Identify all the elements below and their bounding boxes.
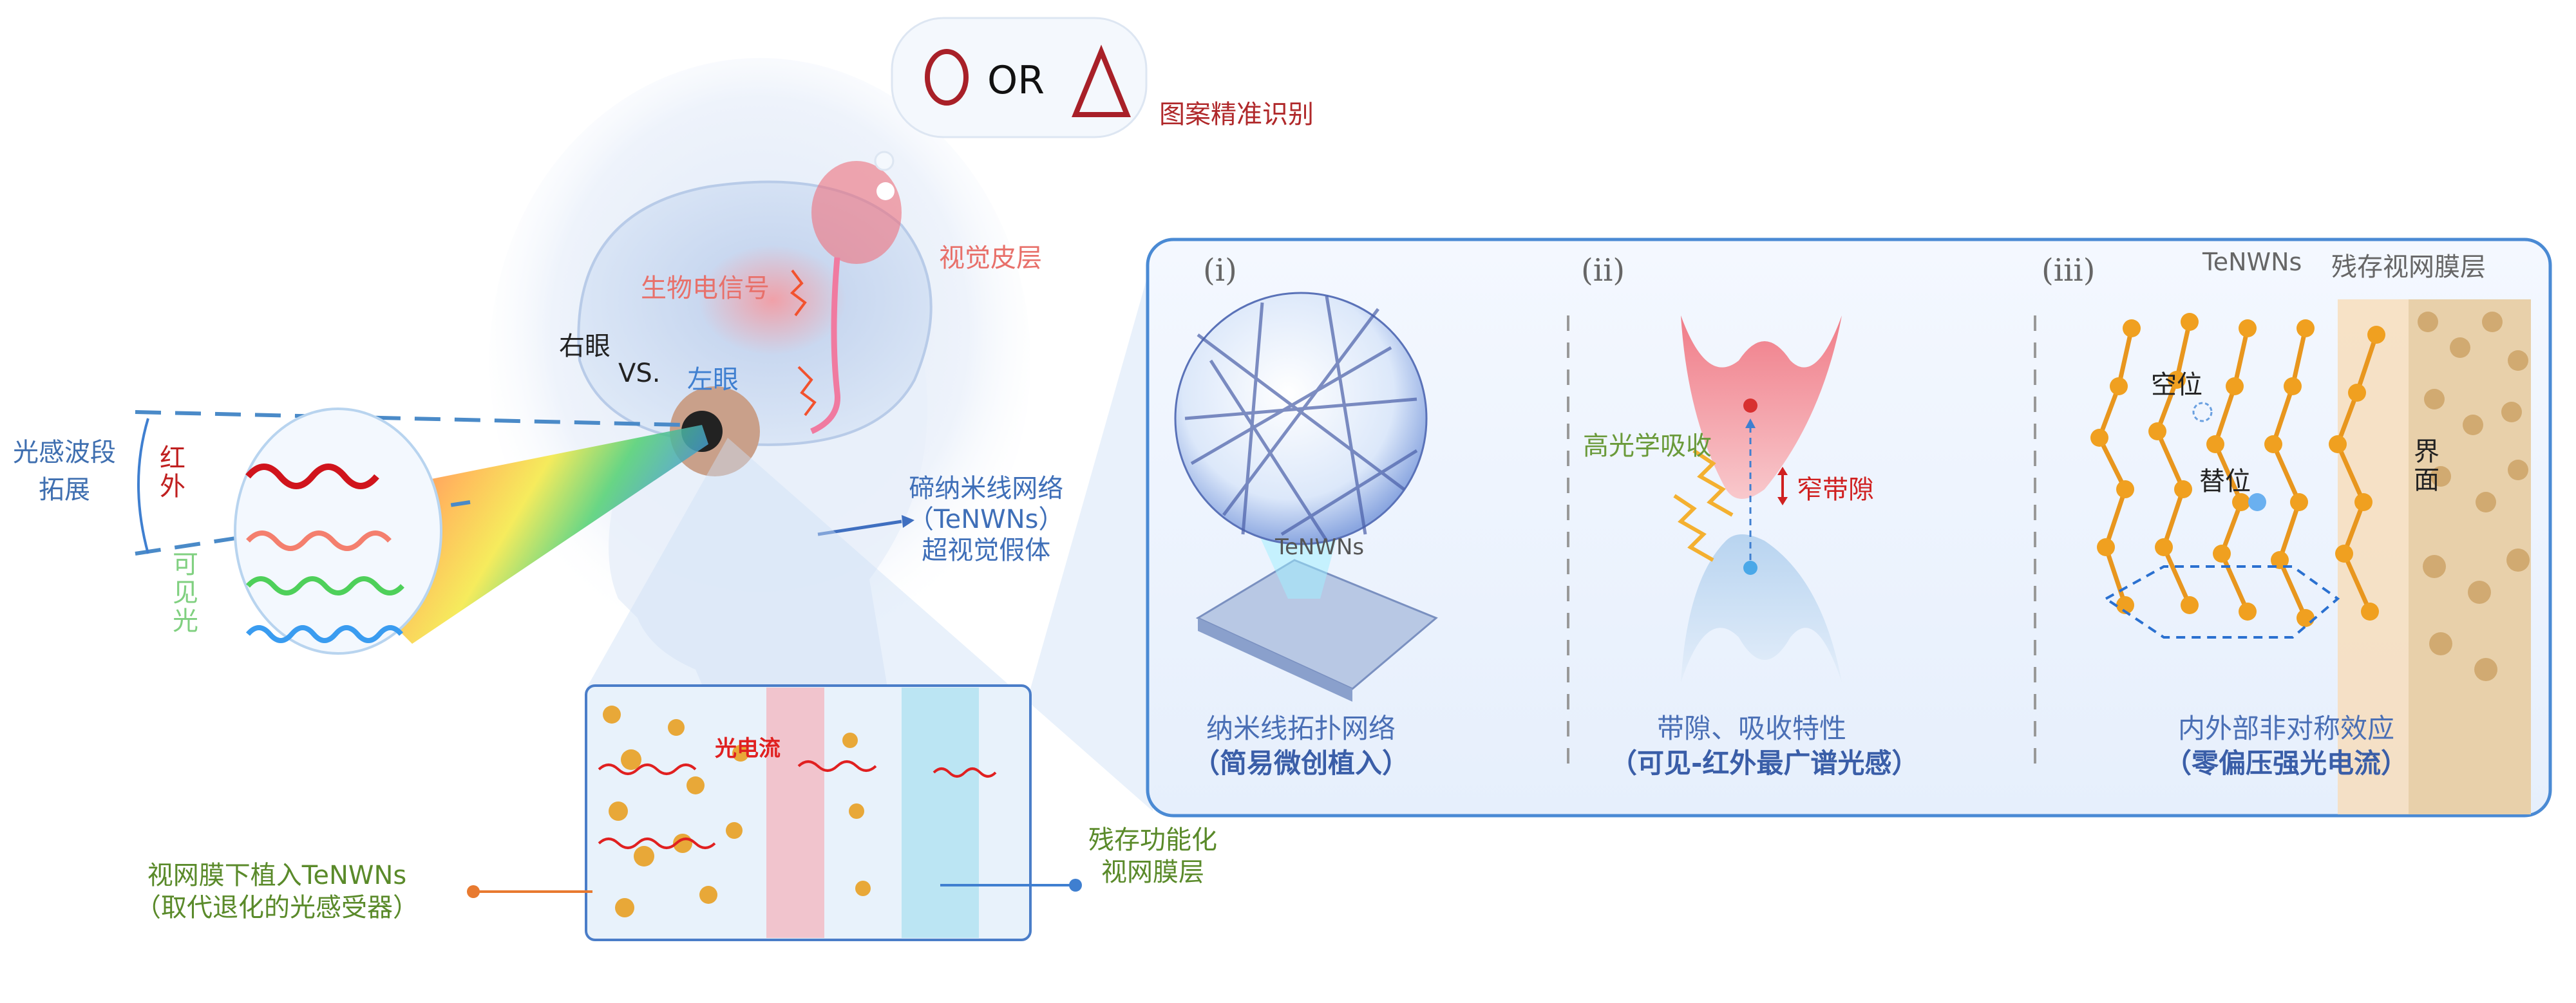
implant-line1: 视网膜下植入TeNWNs	[147, 861, 407, 890]
detail-panel	[1146, 238, 2552, 818]
panel-i-subcaption: （简易微创植入）	[1192, 747, 1409, 779]
pointer-dot	[1069, 879, 1082, 892]
or-label: OR	[987, 58, 1045, 103]
tenwns-inner-label: TeNWNs	[1275, 534, 1365, 560]
triangle-shape-icon	[1072, 44, 1131, 117]
panel-ii-subcaption: （可见-红外最广谱光感）	[1610, 747, 1919, 779]
panel-i-caption: 纳米线拓扑网络	[1206, 713, 1396, 744]
prosthesis-line3: 超视觉假体	[922, 536, 1051, 565]
interface-label: 界面	[2409, 438, 2439, 494]
residual-retina-label: 残存功能化 视网膜层	[1088, 824, 1217, 888]
pointer-dot	[467, 885, 480, 898]
implant-label: 视网膜下植入TeNWNs （取代退化的光感受器）	[135, 859, 419, 924]
band-extension-label: 光感波段 拓展	[13, 431, 116, 506]
residual-line1: 残存功能化	[1088, 825, 1217, 855]
visible-light-label: 可见光	[168, 550, 198, 635]
infrared-label: 红外	[155, 444, 185, 501]
substitution-label: 替位	[2199, 467, 2251, 496]
thought-bubble	[874, 17, 1148, 171]
nanowire-network-illustration	[1174, 292, 1438, 702]
photocurrent-label: 光电流	[715, 736, 781, 762]
light-beam	[135, 408, 708, 655]
panel-ii-caption: 带隙、吸收特性	[1656, 713, 1846, 744]
right-eye-label: 右眼	[559, 332, 611, 361]
head-illustration	[489, 58, 1030, 773]
retina-cross-section	[585, 684, 1032, 941]
bio-signal-label: 生物电信号	[641, 274, 770, 303]
absorption-label: 高光学吸收	[1583, 431, 1712, 461]
arrow-head-icon	[902, 515, 914, 528]
prosthesis-line2: （TeNWNs）	[908, 505, 1065, 534]
circle-shape-icon	[925, 49, 969, 106]
zoom-cone	[586, 258, 1153, 811]
tenwns-header: TeNWNs	[2202, 248, 2302, 276]
prosthesis-label: 碲纳米线网络 （TeNWNs） 超视觉假体	[908, 473, 1064, 566]
pattern-recognition-label: 图案精准识别	[1159, 100, 1314, 129]
prosthesis-line1: 碲纳米线网络	[909, 474, 1064, 503]
band-extension-line1: 光感波段	[13, 438, 116, 467]
panel-iii-label: (iii)	[2041, 252, 2096, 288]
residual-retina-header: 残存视网膜层	[2331, 252, 2486, 282]
panel-iii-subcaption: （零偏压强光电流）	[2164, 747, 2408, 779]
visual-cortex-label: 视觉皮层	[939, 243, 1042, 273]
panel-i-label: (i)	[1203, 252, 1237, 288]
panel-iii-caption: 内外部非对称效应	[2177, 713, 2394, 744]
band-extension-line2: 拓展	[39, 475, 90, 505]
crystal-lattice-illustration	[2090, 299, 2531, 814]
panel-ii-label: (ii)	[1581, 252, 1625, 288]
left-eye-label: 左眼	[687, 365, 739, 395]
implant-line2: （取代退化的光感受器）	[135, 893, 419, 923]
vacancy-label: 空位	[2151, 370, 2202, 400]
prosthesis-arrow	[817, 520, 902, 536]
vs-label: VS.	[618, 359, 661, 388]
residual-line2: 视网膜层	[1101, 858, 1204, 887]
band-structure-illustration	[1673, 315, 1842, 682]
bandgap-label: 窄带隙	[1797, 475, 1874, 505]
